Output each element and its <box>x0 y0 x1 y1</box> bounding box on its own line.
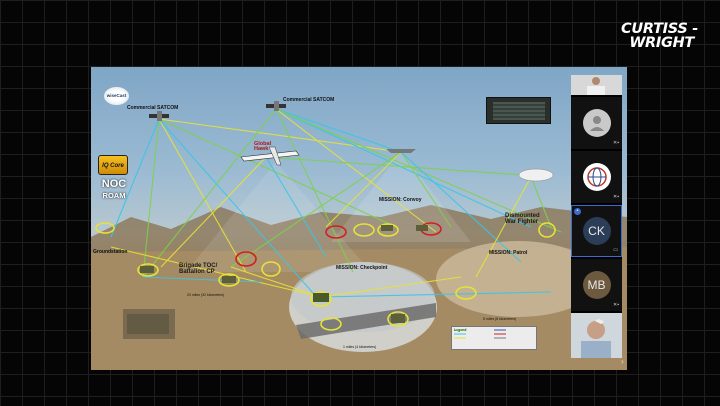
company-logo: CURTISS - WRIGHT <box>621 21 698 51</box>
participant-list: ✕▪ ✕▪ • CK ▭ MB ✕▪ <box>571 75 622 358</box>
person-video-icon <box>571 313 622 358</box>
label-brigade-toc: Brigade TOC/ Battalion CP <box>179 263 218 275</box>
shared-screen: wiseCast IQ Core NOC ROAM Commercial SAT… <box>91 67 627 370</box>
legend-swatches <box>454 329 506 339</box>
label-mission-checkpoint: MISSION: Checkpoint <box>336 265 388 271</box>
label-distance-mid: 1 miles (4 kilometers) <box>343 345 377 349</box>
participant-tile[interactable] <box>571 313 622 358</box>
participant-tile[interactable]: ✕▪ <box>571 97 622 149</box>
next-slide-icon[interactable]: › <box>621 357 624 366</box>
network-diagram <box>91 101 627 370</box>
label-mission-patrol: MISSION: Patrol <box>489 250 528 256</box>
label-distance-right: 5 miles (8 kilometers) <box>483 317 517 321</box>
label-mission-convoy: MISSION: Convoy <box>379 197 422 203</box>
participant-tile[interactable]: MB ✕▪ <box>571 259 622 311</box>
participant-tile-active[interactable]: • CK ▭ <box>571 205 622 257</box>
user-icon <box>582 109 611 137</box>
noc-roam-label: NOC ROAM <box>101 178 127 201</box>
label-commercial-satcom-right: Commercial SATCOM <box>283 97 335 103</box>
participant-tile[interactable]: ✕▪ <box>571 151 622 203</box>
diagram-legend: Legend <box>451 326 537 350</box>
person-video-icon <box>571 75 622 95</box>
participant-avatar-ck: CK <box>582 217 611 245</box>
mic-muted-icon: ✕▪ <box>613 140 619 146</box>
mic-muted-icon: ✕▪ <box>613 302 619 308</box>
label-commercial-satcom-left: Commercial SATCOM <box>127 105 179 111</box>
pin-icon[interactable]: • <box>574 208 581 215</box>
label-distance-left: 20 miles (32 kilometers) <box>187 293 225 297</box>
globe-logo-icon <box>582 163 611 191</box>
participant-avatar-mb: MB <box>582 271 611 299</box>
screen-share-icon: ▭ <box>613 247 618 253</box>
label-groundstation: Groundstation <box>93 249 128 255</box>
label-global-hawk: Global Hawk <box>254 141 272 152</box>
label-dismounted-war-fighter: Dismounted War Fighter <box>505 213 540 225</box>
inset-screen-image <box>486 97 551 124</box>
participant-tile[interactable] <box>571 75 622 95</box>
mic-muted-icon: ✕▪ <box>613 194 619 200</box>
wisecast-logo: wiseCast <box>104 87 129 105</box>
iq-core-badge: IQ Core <box>98 155 128 175</box>
